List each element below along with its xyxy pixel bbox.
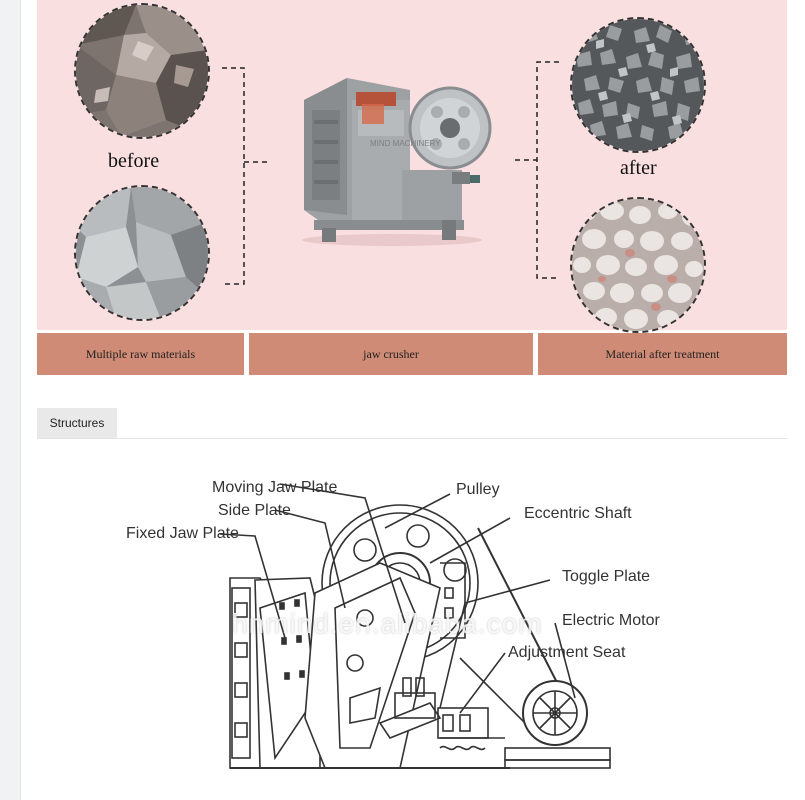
- before-label: before: [108, 150, 160, 172]
- crushed-gravel-image: [570, 17, 706, 153]
- label-pulley: Pulley: [456, 481, 500, 498]
- label-jaw-crusher: jaw crusher: [249, 333, 533, 375]
- label-material-after: Material after treatment: [538, 333, 787, 375]
- left-bracket-connector: [222, 67, 268, 285]
- label-toggle-plate: Toggle Plate: [562, 568, 650, 585]
- label-electric-motor: Electric Motor: [562, 612, 660, 629]
- left-rail: [0, 0, 21, 800]
- tab-structures[interactable]: Structures: [37, 408, 117, 438]
- label-moving-jaw-plate: Moving Jaw Plate: [212, 479, 337, 496]
- label-fixed-jaw-plate: Fixed Jaw Plate: [126, 525, 239, 542]
- jaw-crusher-image: MIND MACHINERY: [302, 78, 492, 246]
- label-raw-materials: Multiple raw materials: [37, 333, 244, 375]
- process-banner: before MIND MACHINERY: [37, 0, 787, 333]
- tab-divider: [37, 438, 787, 439]
- crushed-pebbles-image: [570, 197, 706, 333]
- jaw-crusher-structure-diagram: Moving Jaw Plate Side Plate Fixed Jaw Pl…: [126, 479, 660, 769]
- right-bracket-connector: [515, 61, 559, 279]
- label-eccentric-shaft: Eccentric Shaft: [524, 505, 632, 522]
- crusher-brand-text: MIND MACHINERY: [370, 139, 441, 148]
- raw-limestone-image: [74, 185, 210, 321]
- label-side-plate: Side Plate: [218, 502, 291, 519]
- after-label: after: [620, 157, 657, 179]
- label-adjustment-seat: Adjustment Seat: [508, 644, 626, 661]
- raw-rock-image: [74, 3, 210, 139]
